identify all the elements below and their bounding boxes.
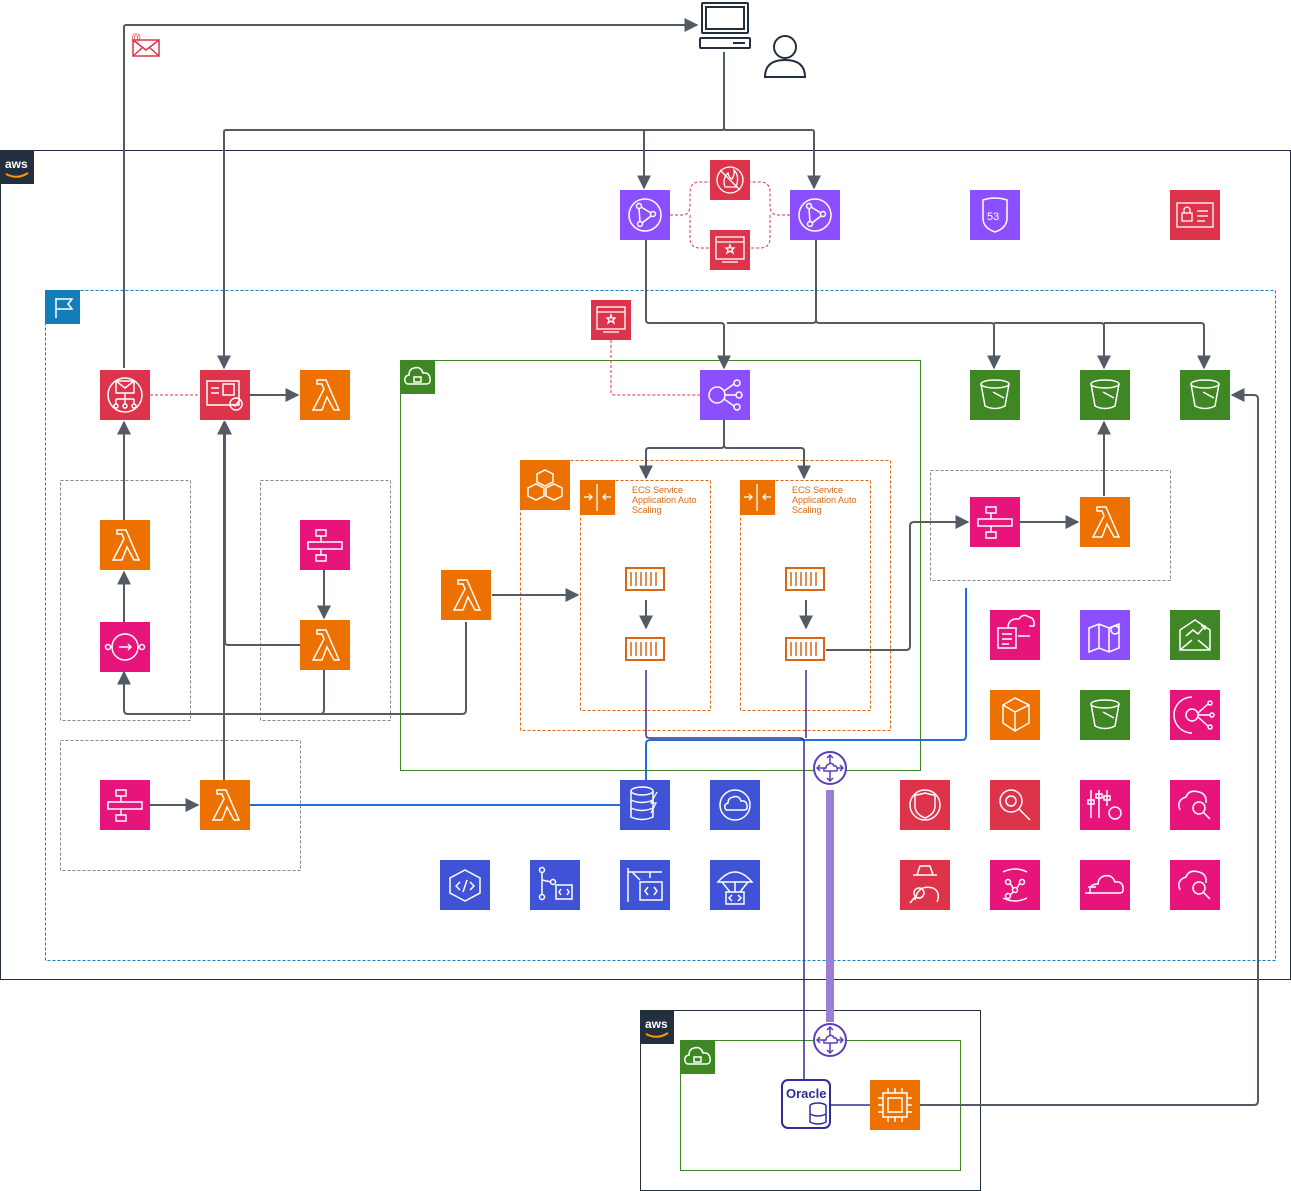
ecs-service-b-label-1: ECS Service (792, 485, 843, 495)
s3-bucket-icon (1180, 370, 1230, 420)
lambda-icon (200, 780, 250, 830)
aurora-icon (620, 780, 670, 830)
cloudwatch-search-icon (1170, 780, 1220, 830)
s3-bucket-icon (1080, 370, 1130, 420)
codedeploy-icon (620, 860, 670, 910)
svg-text:@: @ (131, 33, 141, 44)
macie-icon (990, 780, 1040, 830)
ecs-service-a-label-1: ECS Service (632, 485, 683, 495)
systems-config-icon (1080, 780, 1130, 830)
security-links (150, 181, 790, 396)
ses-icon (100, 370, 150, 420)
load-balancer-icon (700, 370, 750, 420)
location-service-icon (1080, 610, 1130, 660)
ecs-service-a-label-2: Application Auto (632, 495, 697, 505)
cloudtrail-icon (990, 610, 1040, 660)
vpc-icon (684, 1046, 711, 1065)
ecs-service-b-label-3: Scaling (792, 505, 822, 515)
oracle-database-icon: Oracle (781, 1079, 831, 1129)
aws-logo-text: aws (5, 157, 28, 171)
cloudfront-icon (620, 190, 670, 240)
s3-bucket-icon (970, 370, 1020, 420)
container-icon (785, 567, 825, 591)
detective-icon (900, 860, 950, 910)
cloud-monitor-icon (710, 780, 760, 830)
fargate-icon (527, 469, 563, 501)
certificate-manager-icon (710, 230, 750, 270)
oracle-label: Oracle (786, 1086, 826, 1101)
container-icon (625, 567, 665, 591)
step-functions-icon (300, 520, 350, 570)
group-export-flow (930, 470, 1171, 581)
ecs-service-b-label-2: Application Auto (792, 495, 857, 505)
cognito-icon (200, 370, 250, 420)
svg-text:53: 53 (987, 211, 999, 223)
cloud-metrics-icon (1080, 860, 1130, 910)
autoscaling-icon (744, 484, 771, 511)
container-icon (625, 637, 665, 661)
lambda-icon (441, 570, 491, 620)
ecs-service-a-label-3: Scaling (632, 505, 662, 515)
app-package-icon (990, 690, 1040, 740)
direct-connect-icon (813, 1023, 847, 1057)
data-lines (250, 588, 967, 806)
vpc-icon (404, 366, 431, 385)
waf-icon (710, 160, 750, 200)
container-icon (785, 637, 825, 661)
secrets-manager-icon (1170, 190, 1220, 240)
s3-bucket-icon (1080, 690, 1130, 740)
lambda-icon (300, 370, 350, 420)
direct-connect-link (826, 790, 834, 1022)
group-auth-flow (260, 480, 391, 721)
cloudwatch-search-icon (1170, 860, 1220, 910)
step-functions-icon (100, 780, 150, 830)
lambda-icon (100, 520, 150, 570)
autoscaling-icon (584, 484, 611, 511)
region-flag-icon (55, 298, 74, 318)
aws-logo-text: aws (645, 1017, 668, 1031)
email-icon: @ (131, 33, 160, 57)
vpc-main (400, 360, 921, 771)
sns-icon (1170, 690, 1220, 740)
ec2-icon (870, 1080, 920, 1130)
codepipeline-icon (710, 860, 760, 910)
eventbridge-icon (100, 622, 150, 672)
pinpoint-icon (1170, 610, 1220, 660)
ecs-service-a-group: ECS Service Application Auto Scaling (580, 480, 711, 711)
codebuild-icon (530, 860, 580, 910)
codecommit-icon (440, 860, 490, 910)
cloudfront-icon (790, 190, 840, 240)
lambda-icon (1080, 497, 1130, 547)
step-functions-icon (970, 497, 1020, 547)
oracle-lines (645, 670, 870, 1106)
ecs-service-b-group: ECS Service Application Auto Scaling (740, 480, 871, 711)
xray-icon (990, 860, 1040, 910)
client-laptop-icon (699, 2, 751, 49)
direct-connect-icon (813, 751, 847, 785)
region-group (45, 290, 1276, 961)
lambda-icon (300, 620, 350, 670)
group-email-flow (60, 480, 191, 721)
certificate-manager-icon (591, 300, 631, 340)
user-icon (763, 35, 807, 78)
shield-icon (900, 780, 950, 830)
route53-icon: 53 (970, 190, 1020, 240)
connectors (117, 18, 1259, 1106)
